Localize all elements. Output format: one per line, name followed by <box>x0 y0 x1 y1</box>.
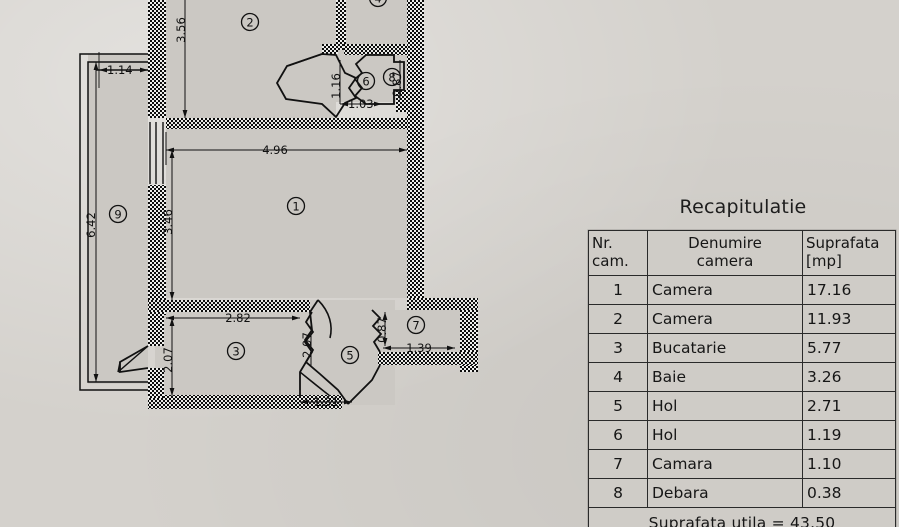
table-row: 3 Bucatarie 5.77 <box>588 333 896 364</box>
openings <box>117 53 337 397</box>
cell-nr: 6 <box>588 420 648 451</box>
room-floors <box>88 0 460 406</box>
dim-3-46: 3.46 <box>161 209 175 235</box>
column-header-denumire: Denumire camera <box>647 229 803 277</box>
table-row: 5 Hol 2.71 <box>588 391 896 422</box>
cell-area: 1.19 <box>802 420 896 451</box>
svg-text:9: 9 <box>114 208 121 222</box>
header-den-line1: Denumire <box>688 234 762 252</box>
svg-text:1: 1 <box>292 200 299 214</box>
cell-nr: 1 <box>588 275 648 306</box>
room-marker-3: 3 <box>226 341 246 361</box>
room-marker-9: 9 <box>108 204 128 224</box>
table-row: 4 Baie 3.26 <box>588 362 896 393</box>
cell-area: 5.77 <box>802 333 896 364</box>
dim-1-03: 1.03 <box>348 97 374 111</box>
cell-total: Suprafata utila = 43.50 <box>588 507 896 527</box>
dim-1-16: 1.16 <box>329 73 343 99</box>
dim-2-07-mid: 2.07 <box>300 332 314 358</box>
room-marker-4: 4 <box>369 0 387 8</box>
cell-nr: 3 <box>588 333 648 364</box>
cell-name: Camara <box>647 449 803 480</box>
table-row: 6 Hol 1.19 <box>588 420 896 451</box>
table-body: 1 Camera 17.16 2 Camera 11.93 3 Bucatari… <box>588 275 896 527</box>
cell-name: Hol <box>647 391 803 422</box>
cell-name: Baie <box>647 362 803 393</box>
column-header-nr-cam: Nr. cam. <box>588 229 648 277</box>
cell-name: Debara <box>647 478 803 509</box>
svg-text:6: 6 <box>362 75 369 89</box>
table-row: 1 Camera 17.16 <box>588 275 896 306</box>
cell-area: 11.93 <box>802 304 896 335</box>
floor-plan-drawing: 1.14 3.56 1.16 0.87 1.03 4.96 6.42 3.46 … <box>79 0 478 409</box>
room-marker-1: 1 <box>286 196 306 216</box>
cell-name: Camera <box>647 304 803 335</box>
room-marker-6: 6 <box>356 71 376 91</box>
svg-text:5: 5 <box>346 349 353 363</box>
svg-text:3: 3 <box>232 345 239 359</box>
header-sup-line1: Suprafata <box>806 234 880 252</box>
svg-text:4: 4 <box>374 0 381 6</box>
cell-area: 0.38 <box>802 478 896 509</box>
dimension-lines <box>93 0 455 405</box>
room-number-markers: 1 2 3 4 5 <box>108 0 426 365</box>
recapitulatie-table: Nr. cam. Denumire camera Suprafata [mp] … <box>588 229 896 527</box>
dim-1-14: 1.14 <box>107 63 133 77</box>
table-row: 2 Camera 11.93 <box>588 304 896 335</box>
table-row: 8 Debara 0.38 <box>588 478 896 509</box>
dim-1-39: 1.39 <box>406 341 432 355</box>
header-sup-line2: [mp] <box>806 251 842 270</box>
table-header: Nr. cam. Denumire camera Suprafata [mp] <box>588 229 896 277</box>
cell-name: Hol <box>647 420 803 451</box>
dim-2-82: 2.82 <box>225 311 251 325</box>
recapitulatie-panel: Recapitulatie Nr. cam. Denumire camera S… <box>588 196 896 527</box>
room-marker-7: 7 <box>406 315 426 335</box>
cell-area: 3.26 <box>802 362 896 393</box>
svg-text:7: 7 <box>412 319 419 333</box>
dim-1-31: 1.31 <box>313 395 339 409</box>
room-marker-2: 2 <box>240 12 260 32</box>
table-header-row: Nr. cam. Denumire camera Suprafata [mp] <box>588 229 896 277</box>
header-nr-line1: Nr. <box>592 234 613 252</box>
dim-2-07-left: 2.07 <box>161 347 175 373</box>
cell-name: Camera <box>647 275 803 306</box>
svg-text:8: 8 <box>388 71 395 85</box>
cell-nr: 2 <box>588 304 648 335</box>
room-marker-5: 5 <box>340 345 360 365</box>
header-nr-line2: cam. <box>592 251 629 270</box>
table-row: 7 Camara 1.10 <box>588 449 896 480</box>
cell-area: 1.10 <box>802 449 896 480</box>
cell-nr: 8 <box>588 478 648 509</box>
cell-nr: 4 <box>588 362 648 393</box>
cell-area: 2.71 <box>802 391 896 422</box>
dim-4-96: 4.96 <box>262 143 288 157</box>
table-total-row: Suprafata utila = 43.50 <box>588 507 896 527</box>
room-marker-8: 8 <box>382 67 402 87</box>
dim-6-42: 6.42 <box>84 212 98 238</box>
cell-area: 17.16 <box>802 275 896 306</box>
dim-3-56: 3.56 <box>174 17 188 43</box>
cell-nr: 7 <box>588 449 648 480</box>
svg-text:2: 2 <box>246 16 253 30</box>
floor-plan-svg: 1.14 3.56 1.16 0.87 1.03 4.96 6.42 3.46 … <box>79 0 478 409</box>
cell-nr: 5 <box>588 391 648 422</box>
cell-name: Bucatarie <box>647 333 803 364</box>
header-den-line2: camera <box>696 251 754 270</box>
column-header-suprafata: Suprafata [mp] <box>802 229 896 277</box>
recapitulatie-title: Recapitulatie <box>679 196 807 218</box>
dim-0-87-bot: 0.87 <box>375 317 389 343</box>
